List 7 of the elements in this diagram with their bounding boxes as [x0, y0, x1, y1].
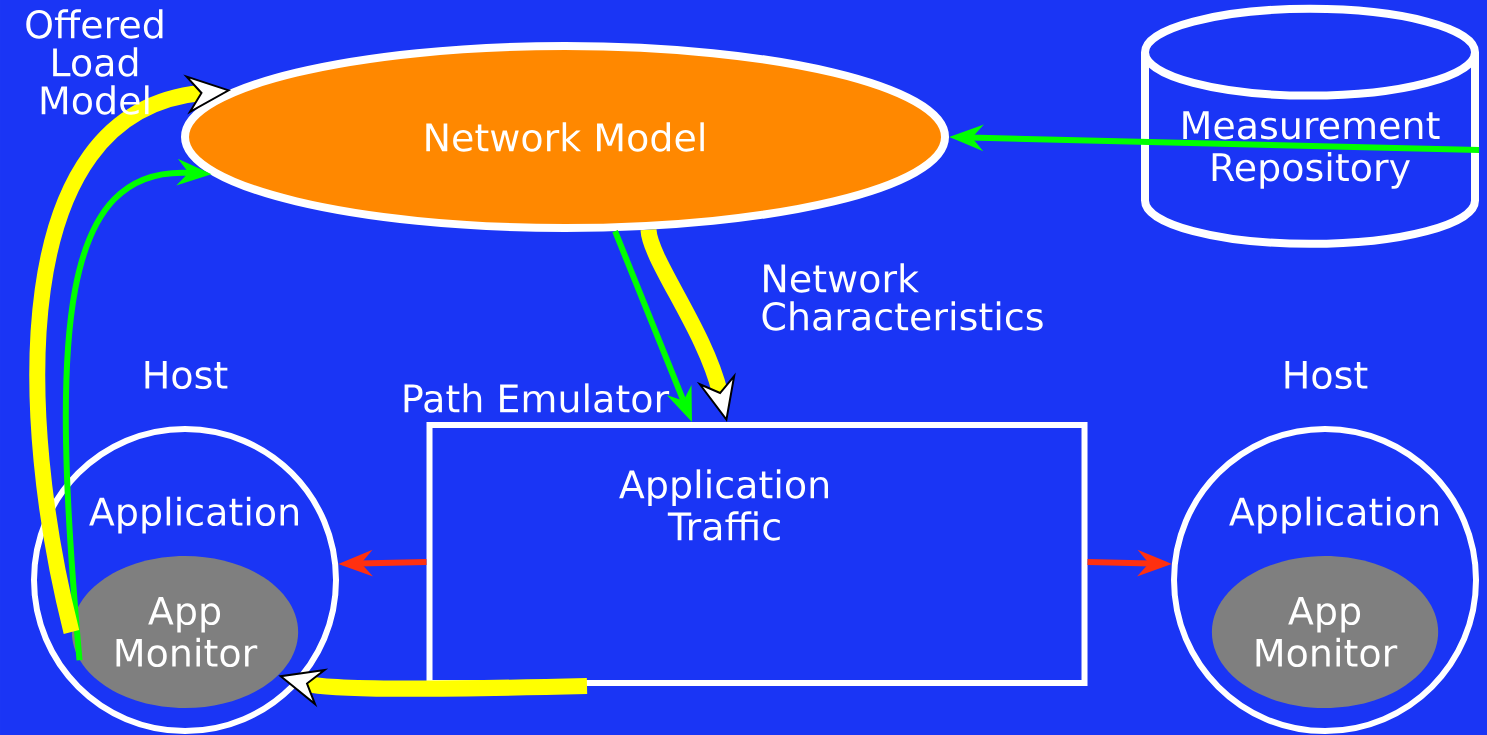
- repository-cylinder: Measurement Repository: [1141, 4, 1479, 248]
- node-label: Host: [1285, 360, 1368, 390]
- annotation-label: Network Characteristics: [762, 263, 1043, 331]
- emulator-box: Path Emulator Application Traffic: [404, 383, 1088, 686]
- annotation-label: Offered Load Model: [26, 9, 163, 115]
- node-label: Path Emulator: [404, 383, 670, 413]
- node-label: Host: [145, 360, 228, 390]
